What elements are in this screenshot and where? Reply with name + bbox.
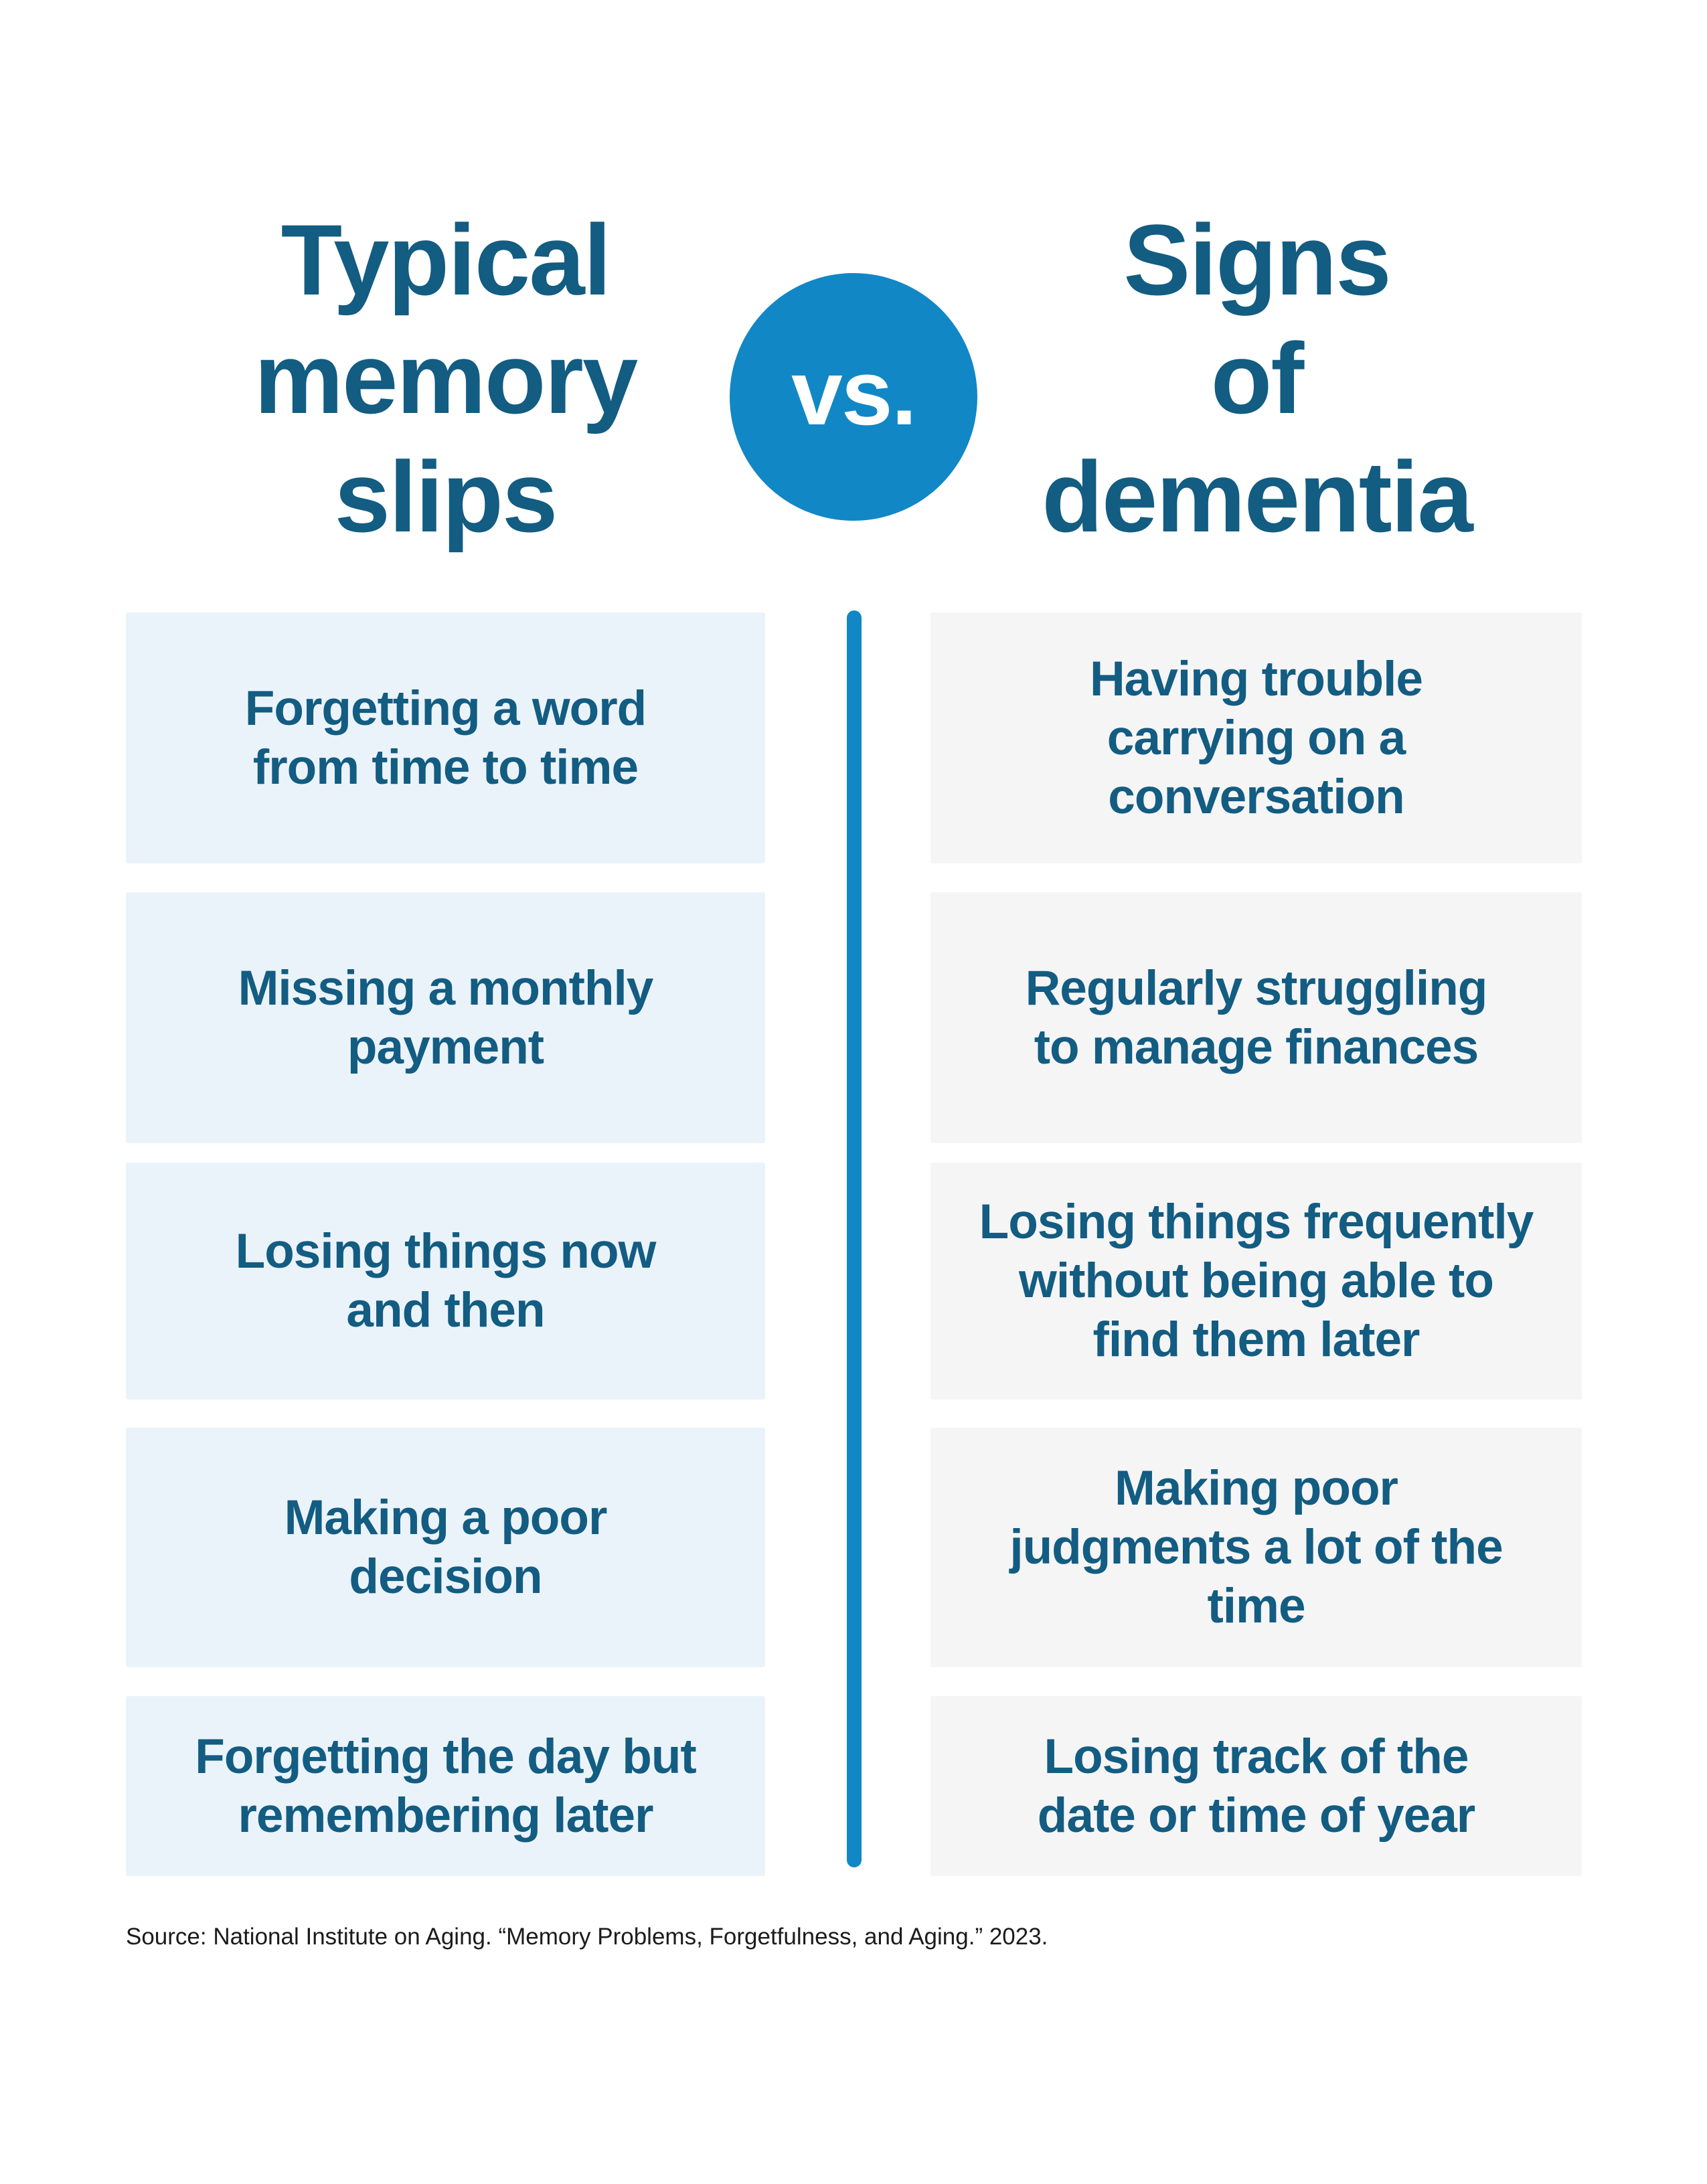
dementia-sign-text-5: Losing track of the date or time of year	[1037, 1729, 1475, 1843]
memory-slip-box-3: Losing things now and then	[126, 1163, 765, 1400]
source-note: Source: National Institute on Aging. “Me…	[126, 1924, 1048, 1950]
memory-slip-box-2: Missing a monthly payment	[126, 892, 765, 1143]
dementia-sign-box-1: Having trouble carrying on a conversatio…	[930, 612, 1582, 863]
vs-label: vs.	[791, 341, 917, 444]
dementia-sign-text-1: Having trouble carrying on a conversatio…	[1089, 651, 1423, 824]
memory-slip-text-5: Forgetting the day but remembering later	[195, 1729, 696, 1843]
center-divider	[847, 610, 862, 1867]
vs-badge: vs.	[730, 273, 977, 521]
memory-slip-text-1: Forgetting a word from time to time	[244, 681, 647, 794]
memory-slip-box-1: Forgetting a word from time to time	[126, 612, 765, 863]
memory-slip-text-2: Missing a monthly payment	[238, 960, 654, 1074]
dementia-sign-text-2: Regularly struggling to manage finances	[1025, 960, 1488, 1074]
dementia-sign-box-2: Regularly struggling to manage finances	[930, 892, 1582, 1143]
memory-slip-text-3: Losing things now and then	[235, 1224, 657, 1337]
dementia-sign-box-5: Losing track of the date or time of year	[930, 1696, 1582, 1876]
dementia-sign-text-4: Making poor judgments a lot of the time	[1009, 1461, 1503, 1633]
memory-slip-box-5: Forgetting the day but remembering later	[126, 1696, 765, 1876]
dementia-sign-box-4: Making poor judgments a lot of the time	[930, 1428, 1582, 1667]
dementia-sign-text-3: Losing things frequently without being a…	[979, 1195, 1534, 1367]
dementia-sign-box-3: Losing things frequently without being a…	[930, 1163, 1582, 1400]
memory-slip-box-4: Making a poor decision	[126, 1428, 765, 1667]
left-column-title: Typical memory slips	[254, 203, 639, 553]
right-column-title: Signs of dementia	[1042, 203, 1473, 553]
memory-slip-text-4: Making a poor decision	[284, 1491, 608, 1604]
